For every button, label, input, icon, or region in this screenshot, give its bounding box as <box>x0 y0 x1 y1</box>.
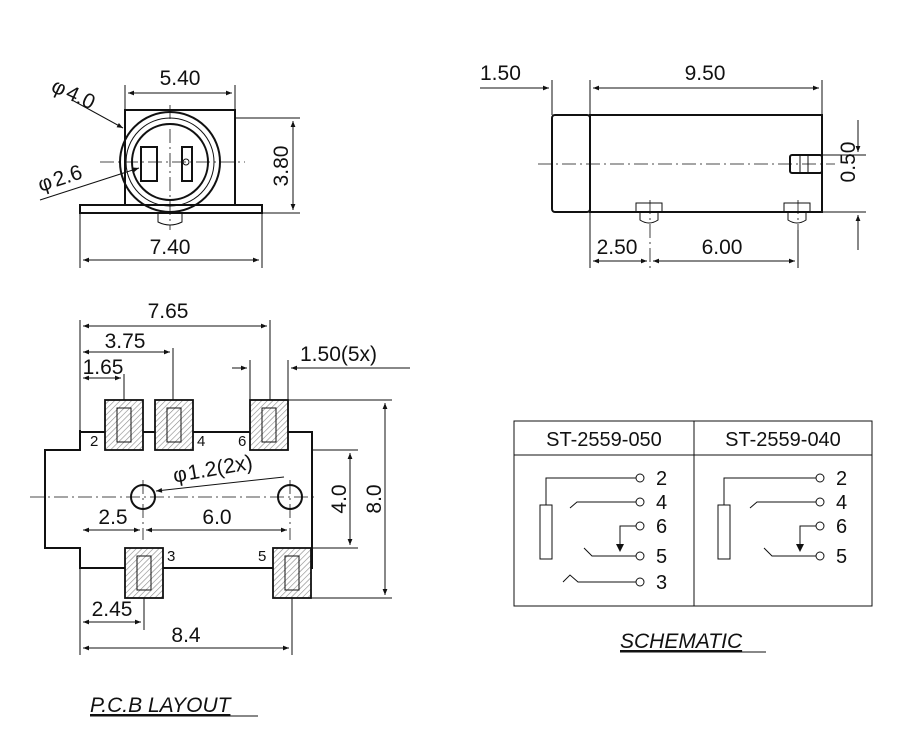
dim-6-00: 6.00 <box>702 236 743 259</box>
dim-8-0: 8.0 <box>363 484 386 513</box>
dim-0-50: 0.50 <box>837 142 860 183</box>
col1-pin: 2 <box>656 468 667 490</box>
schematic-col-1: 2 4 6 5 3 <box>539 468 667 594</box>
col1-pin: 5 <box>656 546 667 568</box>
pcb-layout: 2 4 6 3 5 φ 1.2(2x) 7.65 3.75 1.65 1.50(… <box>30 300 410 717</box>
front-base <box>79 204 263 214</box>
col2-pin: 5 <box>836 546 847 568</box>
schematic-table <box>513 420 873 607</box>
col1-pin: 3 <box>656 572 667 594</box>
pin-label-4: 4 <box>197 433 205 450</box>
dim-6-0: 6.0 <box>202 506 231 529</box>
pcb-outline <box>44 430 313 569</box>
dim-1-65: 1.65 <box>83 356 124 379</box>
pin-label-2: 2 <box>90 433 98 450</box>
schematic-title: SCHEMATIC <box>620 630 743 653</box>
schematic-col-2-header: ST-2559-040 <box>725 429 841 451</box>
dim-8-4: 8.4 <box>171 624 201 647</box>
side-pin-2 <box>787 212 807 224</box>
side-view: 9.50 1.50 0.50 2.50 6.00 <box>480 62 866 268</box>
pin-label-5: 5 <box>258 548 266 565</box>
side-body <box>589 114 823 213</box>
dim-1-50: 1.50 <box>480 62 521 85</box>
dim-7-65: 7.65 <box>148 300 189 323</box>
dim-phi-1-2: 1.2(2x) <box>186 451 254 485</box>
dim-3-75: 3.75 <box>105 330 146 353</box>
dim-5-40: 5.40 <box>160 67 201 90</box>
dim-3-80: 3.80 <box>270 146 293 187</box>
side-lip <box>551 114 591 213</box>
col2-pin: 4 <box>836 492 847 514</box>
pcb-layout-title: P.C.B LAYOUT <box>90 694 233 717</box>
schematic-col-1-header: ST-2559-050 <box>546 429 662 451</box>
dim-2-50: 2.50 <box>597 236 638 259</box>
pin-label-3: 3 <box>167 548 175 565</box>
dim-7-40: 7.40 <box>150 236 191 259</box>
col1-pin: 6 <box>656 516 667 538</box>
schematic-col-2: 2 4 6 5 <box>717 468 847 568</box>
schematic: ST-2559-050 ST-2559-040 2 4 6 5 3 <box>513 420 873 653</box>
dim-9-50: 9.50 <box>685 62 726 85</box>
dim-2-45: 2.45 <box>92 598 133 621</box>
pin-label-6: 6 <box>238 433 246 450</box>
contact-left <box>140 146 158 182</box>
col2-pin: 2 <box>836 468 847 490</box>
dim-2-5: 2.5 <box>98 506 127 529</box>
front-view: 5.40 φ 4.0 φ 2.6 3.80 7.40 <box>35 67 300 268</box>
col1-pin: 4 <box>656 492 667 514</box>
dim-phi-4-0: 4.0 <box>62 81 98 114</box>
col2-pin: 6 <box>836 516 847 538</box>
phi-symbol-2: φ <box>35 171 55 197</box>
dim-1-50-5x: 1.50(5x) <box>300 343 377 366</box>
dim-4-0: 4.0 <box>328 484 351 513</box>
phi-symbol-3: φ <box>171 463 188 488</box>
contact-right <box>181 146 193 182</box>
side-pin-1 <box>639 212 659 224</box>
